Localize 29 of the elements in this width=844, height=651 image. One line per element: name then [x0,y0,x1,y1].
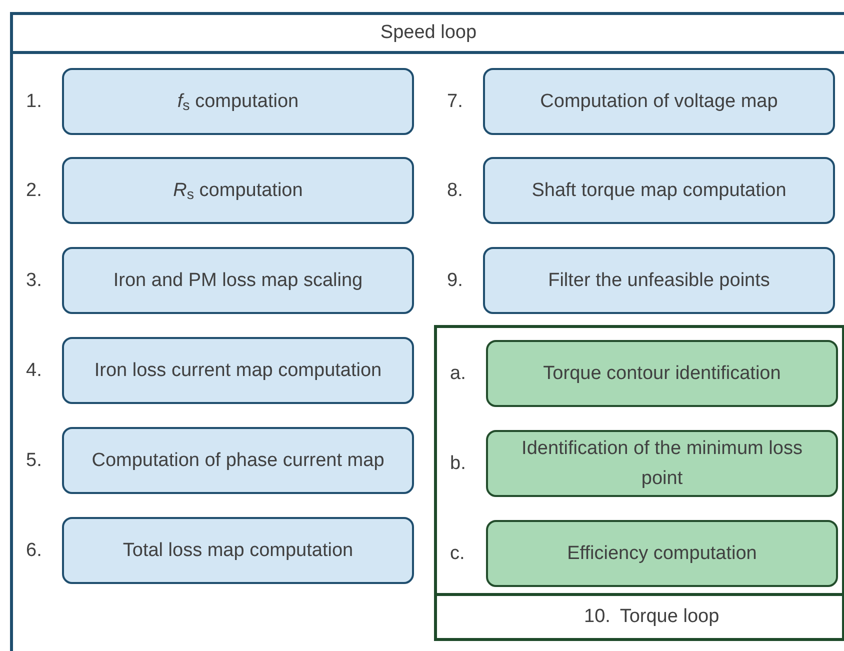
step-number: 9. [447,268,463,292]
step-number: 8. [447,178,463,202]
step-number: 1. [26,90,42,114]
process-box: f$_{s}$ computation [62,68,414,135]
step-number: 10. [584,605,610,629]
process-box: Computation of phase current map [62,427,414,494]
step-number: c. [450,542,465,566]
step-number: 5. [26,448,42,472]
torque-loop-frame [434,325,844,641]
process-box: Torque contour identification [486,340,838,407]
process-box: Iron and PM loss map scaling [62,247,414,314]
step-number: 2. [26,178,42,202]
step-number: 3. [26,268,42,292]
frame-title: Torque loop [620,604,720,629]
step-number: a. [450,362,466,386]
process-box: Iron loss current map computation [62,337,414,404]
process-box: Computation of voltage map [483,68,835,135]
process-box: Shaft torque map computation [483,157,835,224]
process-box: Efficiency computation [486,520,838,587]
speed-loop-frame [10,12,844,651]
step-number: b. [450,452,466,476]
process-box: Total loss map computation [62,517,414,584]
step-number: 4. [26,358,42,382]
process-box: Identification of the minimum loss point [486,430,838,497]
process-box: R$_{s}$ computation [62,157,414,224]
step-number: 7. [447,90,463,114]
process-box: Filter the unfeasible points [483,247,835,314]
frame-title: Speed loop [380,20,477,45]
step-number: 6. [26,538,42,562]
